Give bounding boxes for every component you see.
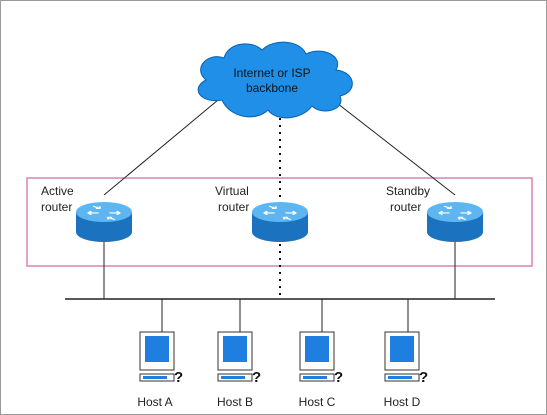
virtual-router-label-line1: Virtual	[215, 184, 249, 198]
host-d-computer-icon: ?	[384, 331, 428, 386]
active-router-icon	[76, 202, 132, 242]
host-b-label: Host B	[217, 395, 253, 409]
cloud-label-line2: backbone	[246, 81, 298, 95]
cloud-label-line1: Internet or ISP	[233, 66, 310, 80]
internet-cloud: Internet or ISP backbone	[197, 41, 353, 119]
standby-router-icon	[427, 202, 483, 242]
host-a-label: Host A	[137, 395, 172, 409]
host-a-question-mark: ?	[174, 369, 183, 386]
host-d-label: Host D	[384, 395, 421, 409]
host-b-question-mark: ?	[252, 369, 261, 386]
host-d-question-mark: ?	[419, 369, 428, 386]
host-c-label: Host C	[299, 395, 336, 409]
virtual-router-icon	[252, 202, 308, 242]
virtual-router-label-line2: router	[218, 200, 249, 214]
standby-router-label-line1: Standby	[386, 184, 430, 198]
host-a-computer-icon: ?	[139, 331, 183, 386]
link-cloud-standby	[332, 99, 456, 196]
host-b-computer-icon: ?	[217, 331, 261, 386]
link-cloud-active	[103, 99, 219, 196]
standby-router-label-line2: router	[390, 200, 421, 214]
host-c-question-mark: ?	[334, 369, 343, 386]
active-router-label-line2: router	[41, 200, 72, 214]
host-c-computer-icon: ?	[299, 331, 343, 386]
active-router-label-line1: Active	[41, 184, 74, 198]
